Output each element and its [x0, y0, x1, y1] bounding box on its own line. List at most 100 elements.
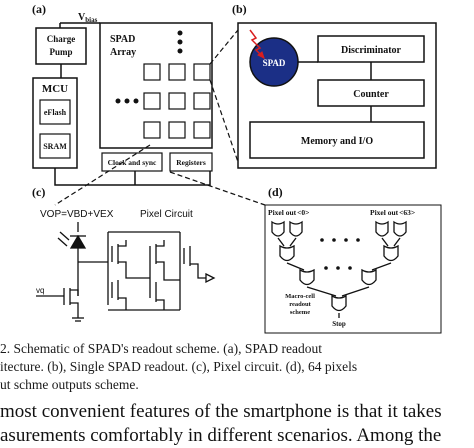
or-gate-1: [271, 220, 285, 237]
pixel-cell: [193, 92, 211, 110]
body-line: most convenient features of the smartpho…: [0, 401, 442, 422]
pixel-cell: [143, 121, 161, 139]
wire-d3: [381, 237, 389, 247]
sram-label: SRAM: [43, 142, 67, 151]
output-wire: [190, 263, 206, 279]
zoom-connectors: [54, 29, 266, 206]
macro-cell-label-3: scheme: [290, 309, 310, 316]
vop-equation: VOP=VBD+VEX: [40, 209, 114, 220]
clock-sync-box: [101, 152, 163, 172]
registers-box: [169, 152, 213, 172]
or-gate-5: [279, 244, 295, 262]
gate-dot: [336, 266, 340, 270]
pixel-cell: [193, 63, 211, 81]
gate-dot: [320, 238, 324, 242]
panel-a: (a) Vbias Charge Pump MCU eFlash SRAM SP…: [32, 2, 213, 186]
quench-transistor-source: [70, 302, 79, 318]
output-arrow: [205, 272, 216, 284]
memory-io-box: [249, 121, 425, 159]
macro-cell-label-1: Macro-cell: [285, 293, 315, 300]
pixel-grid: [143, 63, 211, 139]
mcu-label: MCU: [42, 83, 68, 95]
inv2-pmos-d: [156, 240, 165, 247]
memory-io-label: Memory and I/O: [301, 136, 373, 147]
panel-d: (d) Pixel out<0> Pixel out<63> Macro-ce: [264, 185, 442, 334]
inv1-nmos-s: [118, 297, 127, 310]
array-dot: [124, 98, 130, 104]
array-dots-horizontal: [115, 98, 139, 104]
zoom-line-bottom: [209, 79, 239, 163]
spad-array-label-1: SPAD: [110, 34, 135, 45]
charge-pump-label-2: Pump: [49, 47, 72, 57]
mcu-bus-wire: [54, 168, 211, 186]
pixel-cell: [168, 92, 186, 110]
wire-d7: [306, 286, 337, 297]
or-gate-4: [393, 220, 407, 237]
discriminator-label: Discriminator: [341, 45, 402, 56]
photon-arrow: [249, 29, 265, 59]
array-dot: [133, 98, 139, 104]
array-dots-vertical: [177, 30, 183, 54]
eflash-box: [39, 99, 71, 125]
counter-label: Counter: [353, 89, 389, 100]
array-dot: [177, 39, 183, 45]
quench-transistor-drain: [70, 289, 79, 296]
gate-dot: [344, 238, 348, 242]
clock-sync-label: Clock and sync: [108, 158, 157, 167]
body-line: asurements comfortably in different scen…: [0, 425, 442, 446]
gate-dot: [332, 238, 336, 242]
body-paragraph: most convenient features of the smartpho…: [0, 400, 474, 448]
photon-arrow-head: [257, 51, 265, 59]
registers-label: Registers: [176, 158, 206, 167]
eflash-label: eFlash: [44, 108, 67, 117]
panel-c-label: (c): [32, 185, 45, 199]
or-gate-3: [375, 220, 389, 237]
spad-diode-symbol: [69, 234, 87, 249]
pixel-cell: [193, 121, 211, 139]
photon-arrow-c1: [59, 231, 70, 241]
gate-dots: [320, 238, 360, 270]
inv1-pmos-d: [118, 240, 127, 247]
panel-d-frame: [264, 204, 442, 334]
inv2-out: [156, 261, 180, 281]
panel-c: (c) VOP=VBD+VEX Pixel Circuit vq: [32, 185, 216, 322]
gate-dot: [324, 266, 328, 270]
inv2-nmos-s: [156, 299, 165, 310]
or-gate-7: [299, 268, 315, 286]
panel-b: (b) SPAD Discriminator Counter Memory an…: [232, 2, 437, 169]
wire-d8: [341, 286, 370, 297]
or-gate-final: [331, 294, 347, 312]
caption-line: itecture. (b), Single SPAD readout. (c),…: [0, 359, 358, 374]
pixel-out-first: Pixel out<0>: [268, 208, 309, 217]
stop-label: Stop: [332, 320, 346, 328]
photon-arrow-c2: [57, 237, 68, 247]
vbias-label: Vbias: [78, 12, 98, 24]
wire-d6: [371, 262, 392, 271]
inv1-out: [118, 261, 150, 279]
array-dot: [115, 98, 121, 104]
wire-d2: [289, 237, 297, 247]
charge-pump-label-1: Charge: [47, 34, 76, 44]
macro-cell-label-2: readout: [289, 301, 311, 308]
zoom-line-top: [209, 29, 239, 65]
wire-d4: [393, 237, 401, 247]
pixel-circuit-title: Pixel Circuit: [140, 209, 193, 220]
figure-caption: 2. Schematic of SPAD's readout scheme. (…: [0, 340, 474, 394]
vq-label: vq: [36, 286, 44, 295]
wire-d5: [286, 262, 305, 271]
sram-box: [39, 133, 71, 159]
gate-dot: [348, 266, 352, 270]
pixel-cell: [143, 63, 161, 81]
spad-array-label-2: Array: [110, 47, 136, 58]
panel-a-label: (a): [32, 2, 46, 16]
gate-dot: [356, 238, 360, 242]
panel-b-label: (b): [232, 2, 247, 16]
or-gate-6: [383, 244, 399, 262]
pixel-cell: [168, 63, 186, 81]
wire-d1: [277, 237, 285, 247]
zoom-line-d: [169, 171, 266, 206]
pixel-out-last: Pixel out<63>: [370, 208, 415, 217]
panel-b-frame: [237, 22, 437, 169]
pixel-cell: [143, 92, 161, 110]
